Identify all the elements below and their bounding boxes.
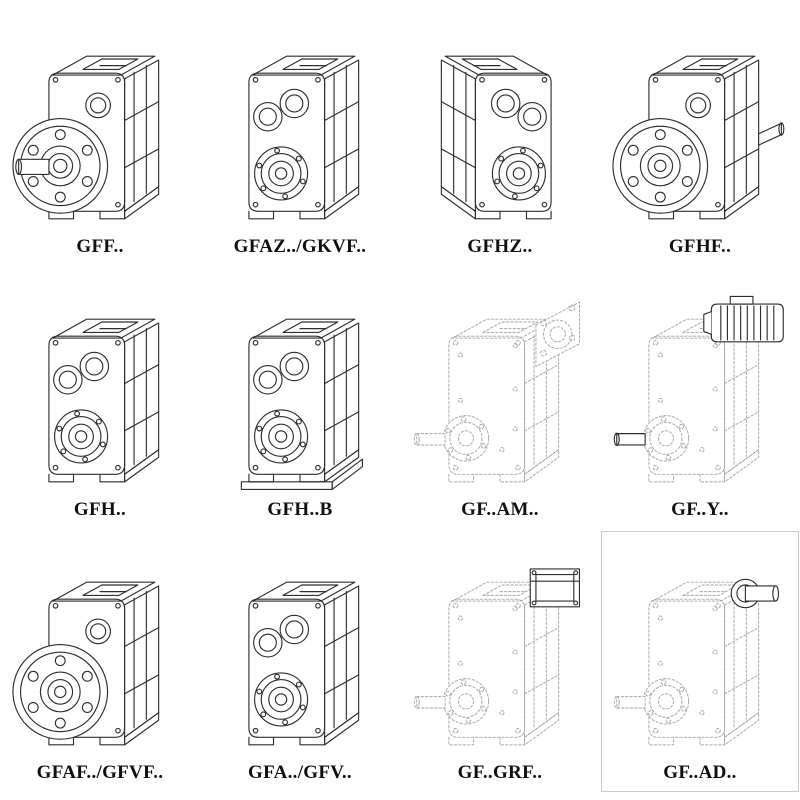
gearbox-label: GFHF.. (668, 236, 732, 257)
gearbox-label: GFAF../GFVF.. (36, 762, 164, 783)
gearbox-label: GFHZ.. (467, 236, 533, 257)
gearbox-drawing (204, 287, 396, 497)
gearbox-label: GF..AD.. (663, 762, 737, 783)
gearbox-drawing (404, 550, 596, 760)
gearbox-label: GFAZ../GKVF.. (233, 236, 367, 257)
gearbox-cell-gf-grf: GF..GRF.. (400, 530, 600, 793)
gearbox-cell-gfh: GFH.. (0, 267, 200, 530)
gearbox-cell-gfaf-gfvf: GFAF../GFVF.. (0, 530, 200, 793)
gearbox-cell-gf-ad: GF..AD.. (600, 530, 800, 793)
gearbox-cell-gf-am: GF..AM.. (400, 267, 600, 530)
gearbox-drawing (404, 287, 596, 497)
gearbox-cell-gff: GFF.. (0, 4, 200, 267)
gearbox-drawing (4, 24, 196, 234)
gearbox-cell-gfhf: GFHF.. (600, 4, 800, 267)
gearbox-drawing (404, 24, 596, 234)
gearbox-drawing (4, 550, 196, 760)
gearbox-cell-gfhz: GFHZ.. (400, 4, 600, 267)
gearbox-drawing (604, 24, 796, 234)
gearbox-cell-gfh-b: GFH..B (200, 267, 400, 530)
gearbox-drawing (4, 287, 196, 497)
gearbox-cell-gfaz-gkvf: GFAZ../GKVF.. (200, 4, 400, 267)
gearbox-label: GF..GRF.. (457, 762, 543, 783)
gearbox-label: GF..AM.. (461, 499, 539, 520)
gearbox-label: GFF.. (76, 236, 124, 257)
gearbox-cell-gfa-gfv: GFA../GFV.. (200, 530, 400, 793)
gearbox-drawing (204, 24, 396, 234)
gearbox-cell-gf-y: GF..Y.. (600, 267, 800, 530)
gearbox-drawing (204, 550, 396, 760)
gearbox-label: GF..Y.. (671, 499, 729, 520)
gearbox-label: GFA../GFV.. (248, 762, 352, 783)
gearbox-label: GFH.. (73, 499, 127, 520)
gearbox-drawing (604, 287, 796, 497)
gearbox-label: GFH..B (267, 499, 333, 520)
gearbox-drawing (604, 550, 796, 760)
